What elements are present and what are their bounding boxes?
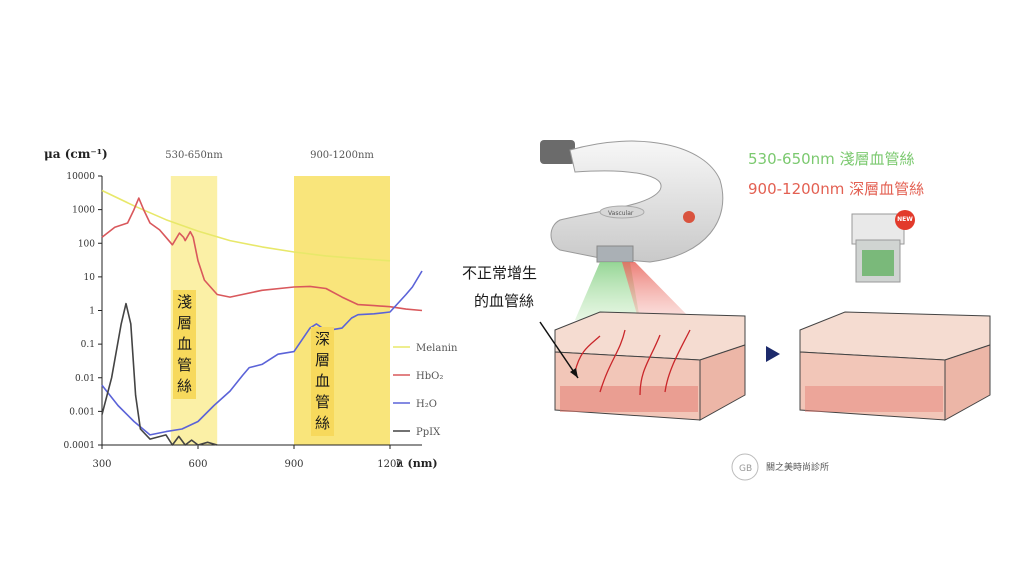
- device-brand: Vascular: [608, 210, 634, 217]
- wavelength-bands: 530-650nm 900-1200nm: [165, 150, 390, 445]
- y-axis-label: μa (cm⁻¹): [44, 147, 108, 161]
- legend-label-2: H₂O: [416, 399, 437, 410]
- y-tick-label-0: 10000: [66, 172, 95, 182]
- series-line-3: [101, 302, 218, 446]
- chart-series: [101, 189, 423, 446]
- annotation-line-2: 的血管絲: [474, 292, 535, 310]
- series-line-0: [101, 189, 391, 262]
- x-tick-label-0: 300: [92, 459, 111, 470]
- y-tick-label-6: 0.01: [75, 374, 95, 384]
- skin-block-before: [554, 311, 746, 421]
- band-rect-1: [294, 176, 390, 445]
- y-tick-label-7: 0.001: [69, 407, 95, 417]
- x-tick-label-3: 1200: [377, 459, 402, 470]
- y-tick-label-4: 1: [89, 307, 95, 317]
- band-label-1: 900-1200nm: [310, 150, 374, 161]
- y-tick-label-5: 0.1: [81, 340, 95, 350]
- band-annotation-shallow: 淺層血管絲: [173, 290, 196, 399]
- new-badge: NEW: [895, 210, 915, 230]
- series-line-2: [101, 270, 423, 436]
- caption-deep: 900-1200nm 深層血管絲: [748, 180, 925, 198]
- device-illustration: Vascular: [540, 140, 724, 263]
- handpiece: [550, 140, 724, 263]
- legend-label-1: HbO₂: [416, 371, 443, 382]
- blood-vessels: [574, 329, 691, 396]
- y-tick-label-2: 100: [78, 239, 95, 249]
- y-tick-label-3: 10: [84, 273, 96, 283]
- clinic-monogram: GB: [739, 464, 752, 474]
- band-annotation-deep: 深層血管絲: [311, 327, 334, 436]
- annotation-line-1: 不正常增生: [462, 264, 538, 282]
- handpiece-tip: [596, 245, 634, 263]
- arrow-right-icon: [766, 346, 780, 362]
- device-indicator: [683, 211, 695, 223]
- chart-axes: 10000 1000 100 10 1 0.1 0.01 0.001 0.0001 300 600 9…: [44, 147, 438, 470]
- y-tick-label-1: 1000: [72, 206, 95, 216]
- x-axis-label: λ (nm): [396, 457, 438, 470]
- skin-block-after: [799, 311, 991, 421]
- series-line-1: [101, 197, 423, 312]
- x-tick-label-1: 600: [188, 459, 207, 470]
- annotation-arrow: [539, 321, 579, 379]
- green-beam: [575, 262, 640, 320]
- band-label-0: 530-650nm: [165, 150, 223, 161]
- legend-label-3: PpIX: [416, 427, 441, 438]
- y-tick-label-8: 0.0001: [64, 441, 96, 451]
- clinic-logo: [731, 453, 759, 481]
- cable: [540, 140, 575, 164]
- clinic-name: 關之美時尚診所: [766, 463, 830, 473]
- legend-label-0: Melanin: [416, 343, 458, 354]
- caption-shallow: 530-650nm 淺層血管絲: [748, 150, 915, 168]
- x-tick-label-2: 900: [284, 459, 303, 470]
- red-beam: [622, 262, 690, 318]
